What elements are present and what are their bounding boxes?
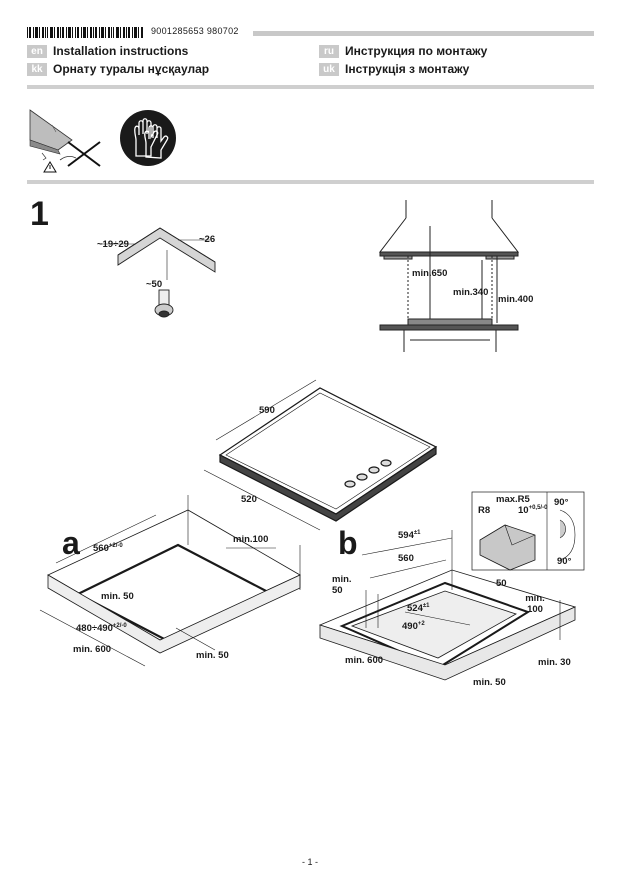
hood-min-650-label: min.650 — [412, 268, 448, 279]
depth-490-value: 490 — [402, 621, 418, 633]
cutout-width-tolerance: +2/-0 — [108, 543, 123, 549]
depth-524-value: 524 — [407, 603, 423, 615]
depth-524-label: 524±1 — [407, 603, 430, 614]
lang-tag: uk — [319, 63, 339, 76]
groove-depth-tolerance: +0,5/-0 — [528, 505, 548, 511]
page-number: - 1 - — [301, 857, 318, 867]
depth-524-tolerance: ±1 — [422, 603, 430, 609]
angle-top-label: 90° — [554, 497, 569, 508]
cutout-width-value: 560 — [93, 543, 109, 555]
worktop-width-label: min. 600 — [73, 644, 112, 655]
lang-tag: kk — [27, 63, 47, 76]
r8-label: R8 — [478, 505, 491, 516]
panel-a-letter: a — [62, 525, 80, 561]
radius-label: max.R5 — [496, 494, 530, 505]
lang-title: Орнату туралы нұсқаулар — [53, 62, 210, 76]
hob-diagram — [203, 379, 438, 531]
wall-clearance-label: min. 30 — [538, 657, 571, 668]
cutout-width-label: 560+2/-0 — [93, 543, 123, 554]
back-clearance-label: min.100 — [233, 534, 269, 545]
outer-width-value: 594 — [398, 530, 414, 542]
hood-min-340-label: min.340 — [453, 287, 489, 298]
groove-depth-value: 10 — [518, 505, 529, 517]
step-number: 1 — [30, 195, 49, 233]
angle-bottom-label: 90° — [557, 556, 572, 567]
panel-b-letter: b — [338, 525, 358, 561]
cutout-depth-value: 480÷490 — [76, 623, 113, 635]
section-rule — [27, 180, 594, 184]
lang-title: Інструкція з монтажу — [345, 62, 470, 76]
depth-490-tolerance: +2 — [417, 621, 425, 627]
document-codes: 9001285653 980702 — [151, 26, 239, 36]
front-clearance-label: min. 50 — [196, 650, 229, 661]
cutout-diagram-a — [39, 495, 301, 667]
lang-title: Инструкция по монтажу — [345, 44, 488, 58]
hob-depth-label: 520 — [241, 494, 257, 505]
outer-width-label: 594±1 — [398, 530, 421, 541]
hob-width-label: 590 — [259, 405, 275, 416]
back-50-label: 50 — [496, 578, 507, 589]
inner-width-label: 560 — [398, 553, 414, 564]
lang-tag: en — [27, 45, 47, 58]
lang-kk: kk Орнату туралы нұсқаулар — [27, 62, 209, 76]
lang-tag: ru — [319, 45, 339, 58]
back-min-100-label: min. 100 — [525, 593, 545, 615]
groove-depth-label: 10+0,5/-0 — [518, 505, 547, 516]
hood-min-400-label: min.400 — [498, 294, 534, 305]
worktop-fixing-diagram — [100, 227, 216, 318]
worktop-width-b-label: min. 600 — [345, 655, 384, 666]
barcode — [27, 27, 143, 38]
fixing-depth-label: ~50 — [146, 279, 163, 290]
front-clearance-b-label: min. 50 — [473, 677, 506, 688]
lang-ru: ru Инструкция по монтажу — [319, 44, 487, 58]
lang-en: en Installation instructions — [27, 44, 188, 58]
fixing-width-label: ~19÷29 — [97, 239, 129, 250]
lang-uk: uk Інструкція з монтажу — [319, 62, 469, 76]
depth-490-label: 490+2 — [402, 621, 425, 632]
cutout-depth-tolerance: +2/-0 — [112, 623, 127, 629]
cutout-diagram-b — [318, 491, 585, 681]
top-rule — [253, 31, 594, 36]
fixing-thickness-label: ~26 — [199, 234, 216, 245]
header-rule — [27, 85, 594, 89]
extractor-hood-clearance-diagram — [378, 200, 520, 352]
side-clearance-b-label: min. 50 — [332, 574, 352, 596]
lang-title: Installation instructions — [53, 44, 189, 58]
outer-width-tolerance: ±1 — [413, 530, 421, 536]
cutout-depth-label: 480÷490+2/-0 — [76, 623, 127, 634]
side-clearance-label: min. 50 — [101, 591, 134, 602]
